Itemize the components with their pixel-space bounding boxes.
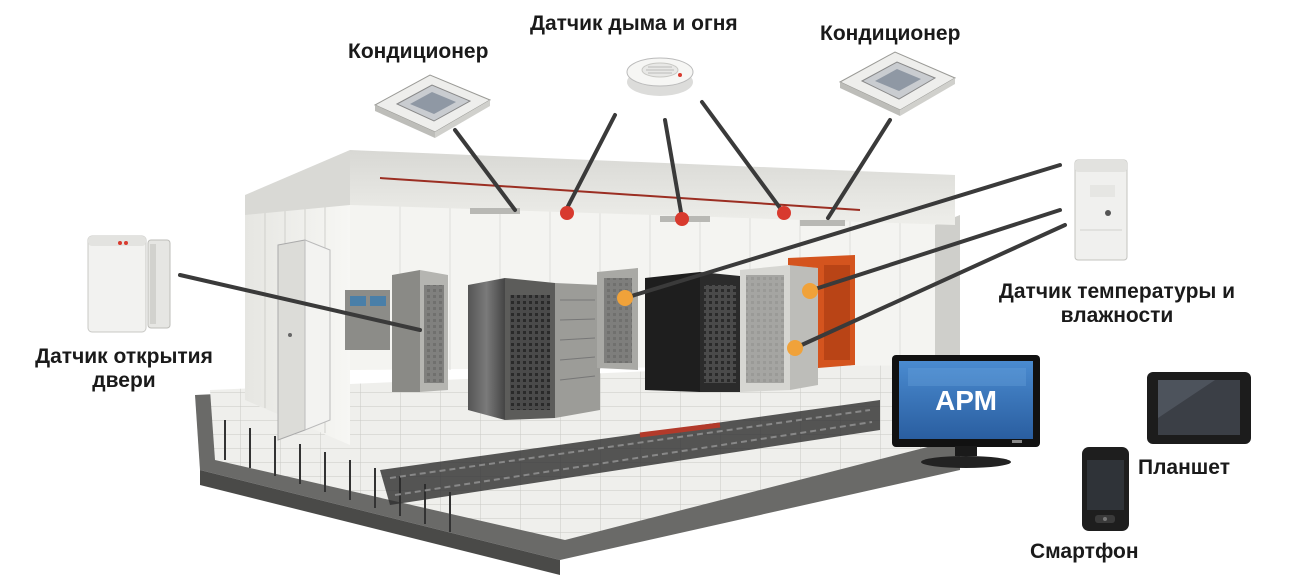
smoke-sensor-point-3: [777, 206, 791, 220]
smoke-sensor-label: Датчик дыма и огня: [530, 12, 738, 35]
smartphone-icon: [1082, 447, 1129, 531]
air-conditioner-right-label: Кондиционер: [820, 22, 961, 45]
temperature-humidity-sensor-icon: [1074, 159, 1128, 261]
smoke-sensor-point-1: [560, 206, 574, 220]
monitor-screen-label: АРМ: [935, 385, 997, 416]
temperature-sensor-label-line2: влажности: [1060, 304, 1174, 327]
door-sensor-label: Датчик открытия двери: [2, 345, 246, 393]
smoke-detector-icon: [626, 57, 694, 96]
air-conditioner-icon: [838, 51, 957, 116]
temperature-sensor-label: Датчик температуры и влажности: [962, 280, 1272, 328]
door-sensor-label-line2: двери: [92, 369, 156, 392]
monitor-icon: [892, 355, 1040, 468]
tablet-label: Планшет: [1138, 456, 1230, 479]
temp-sensor-point-2: [802, 283, 818, 299]
temp-sensor-point-3: [787, 340, 803, 356]
door-sensor-label-line1: Датчик открытия: [35, 345, 213, 368]
leader-lines: [178, 100, 1067, 350]
smartphone-label: Смартфон: [1030, 540, 1139, 563]
temperature-sensor-label-line1: Датчик температуры и: [998, 280, 1236, 303]
door-sensor-icon: [87, 235, 171, 333]
tablet-icon: [1147, 372, 1251, 444]
temp-sensor-point-1: [617, 290, 633, 306]
smoke-sensor-point-2: [675, 212, 689, 226]
air-conditioner-left-label: Кондиционер: [348, 40, 489, 63]
air-conditioner-icon: [373, 74, 492, 138]
server-racks: [345, 255, 855, 420]
